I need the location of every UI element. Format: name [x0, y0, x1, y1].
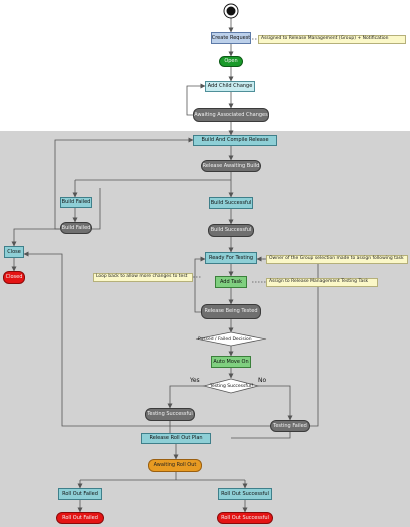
add-task-node[interactable]: Add Task — [215, 276, 247, 288]
edge-no — [258, 385, 293, 421]
build-failed-node[interactable]: Build Failed — [60, 197, 92, 208]
passed-failed-decision-label: Passed / Failed Decision — [198, 337, 252, 342]
edge-awaiting-loop — [186, 83, 206, 116]
note-owner-group-selection: Owner of the Group selection made to ass… — [266, 255, 408, 264]
roll-out-successful-node[interactable]: Roll Out Successful — [218, 488, 272, 500]
release-roll-out-plan-node[interactable]: Release Roll Out Plan — [141, 433, 211, 444]
note-assign-testing-task: Assign to Release Management Testing Tas… — [266, 278, 378, 287]
branch-no-label: No — [258, 377, 267, 384]
release-being-tested-state: Release Being Tested — [201, 304, 261, 319]
testing-failed-state: Testing Failed — [270, 420, 310, 432]
edge-to-close — [11, 228, 60, 247]
decision-testing-successful — [202, 378, 260, 394]
open-state: Open — [219, 56, 243, 67]
build-and-compile-release-node[interactable]: Build And Compile Release — [193, 135, 277, 146]
awaiting-associated-changes-state: Awaiting Associated Changes — [193, 108, 269, 122]
create-request-node[interactable]: Create Request — [211, 32, 251, 44]
close-node[interactable]: Close — [4, 246, 24, 258]
start-node — [223, 3, 239, 19]
roll-out-successful-state: Roll Out Successful — [217, 512, 273, 524]
build-successful-state: Build Successful — [208, 224, 254, 237]
start-node-core — [226, 6, 236, 16]
edge-testfail-merge — [231, 432, 291, 439]
edge-beingtested-loop — [194, 256, 206, 313]
release-awaiting-build-state: Release Awaiting Build — [201, 160, 261, 172]
roll-out-failed-node[interactable]: Roll Out Failed — [58, 488, 102, 500]
roll-out-failed-state: Roll Out Failed — [56, 512, 104, 524]
decision-passed-failed — [195, 331, 267, 347]
branch-yes-label: Yes — [190, 377, 200, 384]
ready-for-testing-node[interactable]: Ready For Testing — [205, 252, 257, 264]
note-loop-back: Loop back to allow more changes to test — [93, 273, 193, 282]
auto-move-on-node[interactable]: Auto Move On — [211, 356, 251, 368]
edge-to-build-failed — [75, 172, 232, 197]
edge-buildfailed-loop — [54, 140, 193, 230]
closed-state: Closed — [3, 271, 25, 284]
awaiting-roll-out-state: Awaiting Roll Out — [148, 459, 202, 472]
add-child-change-node[interactable]: Add Child Change — [205, 81, 255, 92]
build-successful-node[interactable]: Build Successful — [209, 197, 253, 209]
testing-successful-decision-label: Testing Successful? — [210, 384, 254, 389]
edge-yes — [167, 385, 204, 409]
edge-to-rollout-failed — [80, 472, 245, 488]
note-assigned-release-management: Assigned to Release Management (Group) +… — [258, 35, 406, 44]
build-failed-state: Build Failed — [60, 222, 92, 234]
edge-testfail-close — [23, 251, 270, 427]
testing-successful-state: Testing Successful — [145, 408, 195, 421]
